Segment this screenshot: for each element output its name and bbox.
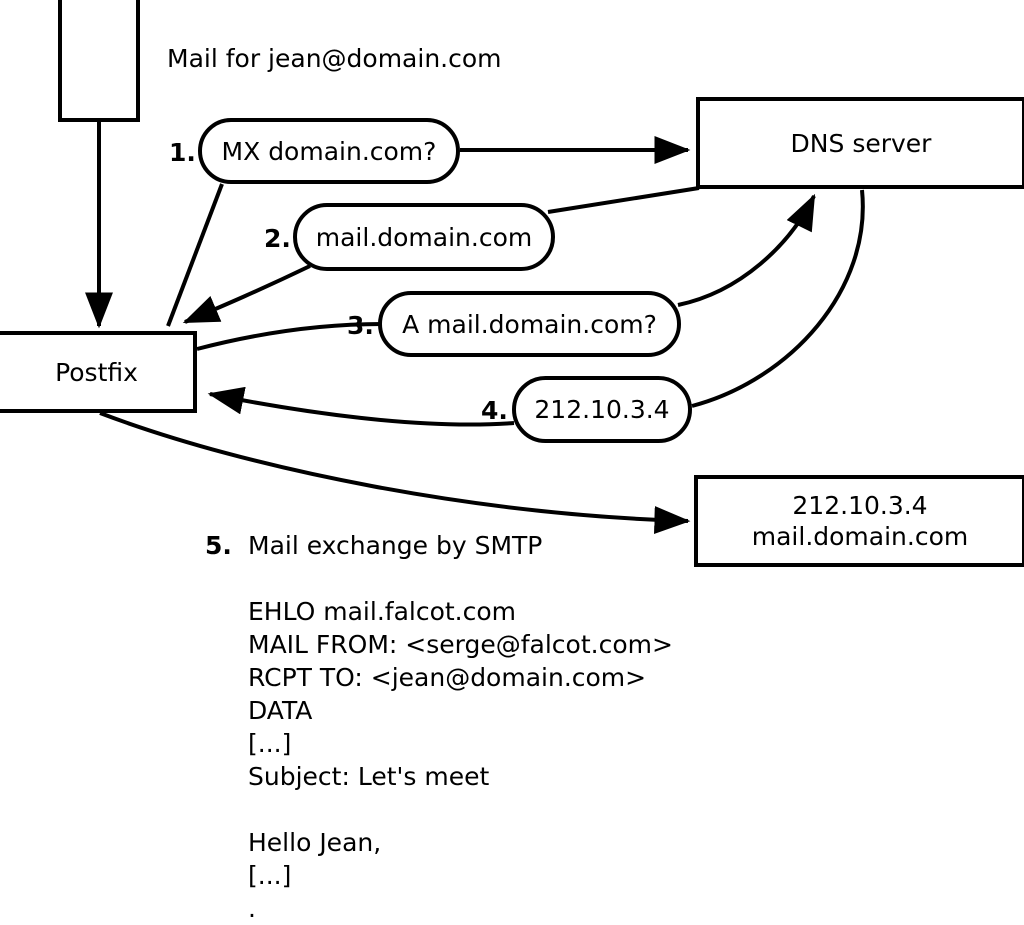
message-pill-step-1[interactable]: MX domain.com? <box>198 118 460 184</box>
step-5-label: Mail exchange by SMTP <box>248 531 543 560</box>
transcript-line: EHLO mail.falcot.com <box>248 597 517 626</box>
message-pill-step-1-label: MX domain.com? <box>221 136 437 166</box>
transcript-line: [...] <box>248 729 292 758</box>
node-postfix-label: Postfix <box>55 357 138 387</box>
step-number-5: 5. <box>205 531 232 560</box>
node-target-hostname: mail.domain.com <box>751 522 969 551</box>
transcript-blank-line <box>248 793 673 826</box>
edge-step2-dns-to-pill <box>547 186 700 214</box>
message-pill-step-3-label: A mail.domain.com? <box>402 309 657 339</box>
node-client-box[interactable] <box>58 0 140 122</box>
transcript-line: . <box>248 894 256 923</box>
edge-step3-pill-to-dns <box>677 193 816 307</box>
transcript-line: RCPT TO: <jean@domain.com> <box>248 663 647 692</box>
diagram-title: Mail for jean@domain.com <box>167 44 502 73</box>
step-number-2: 2. <box>264 224 291 253</box>
node-dns-server-box[interactable]: DNS server <box>696 97 1024 189</box>
transcript-line: MAIL FROM: <serge@falcot.com> <box>248 630 673 659</box>
step-number-4: 4. <box>481 396 508 425</box>
step-number-1: 1. <box>169 138 196 167</box>
node-target-mailserver-box[interactable]: 212.10.3.4 mail.domain.com <box>694 475 1024 567</box>
message-pill-step-2[interactable]: mail.domain.com <box>293 203 555 271</box>
node-dns-server-label: DNS server <box>790 128 932 158</box>
transcript-line: Hello Jean, <box>248 828 382 857</box>
edge-step1-pill-to-postfix <box>166 183 224 327</box>
step-number-3: 3. <box>347 311 374 340</box>
edge-step4-pill-to-postfix <box>207 386 515 427</box>
node-postfix-box[interactable]: Postfix <box>0 331 197 413</box>
edge-step3-postfix-to-pill <box>196 322 383 351</box>
message-pill-step-4-label: 212.10.3.4 <box>534 395 670 424</box>
edge-step2-pill-to-postfix <box>182 264 311 324</box>
transcript-line: Subject: Let's meet <box>248 762 490 791</box>
node-target-ip: 212.10.3.4 <box>792 491 928 520</box>
edge-step4-dns-to-pill <box>691 189 865 408</box>
message-pill-step-3[interactable]: A mail.domain.com? <box>378 291 681 357</box>
transcript-line: DATA <box>248 696 313 725</box>
message-pill-step-2-label: mail.domain.com <box>315 222 533 252</box>
transcript-line: [...] <box>248 861 292 890</box>
message-pill-step-4[interactable]: 212.10.3.4 <box>512 376 692 443</box>
edge-step5-postfix-to-target <box>99 411 691 535</box>
